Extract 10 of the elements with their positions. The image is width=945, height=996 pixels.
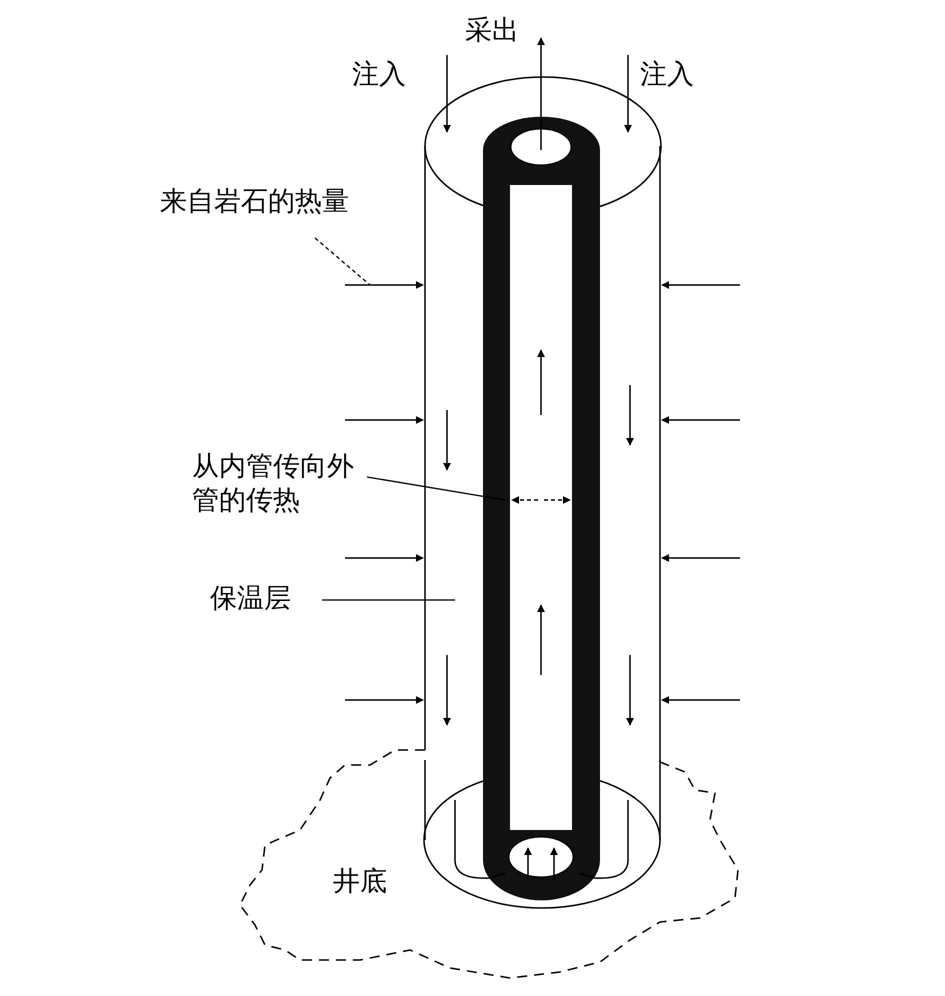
leader-line bbox=[314, 238, 370, 286]
callout-text: 来自岩石的热量 bbox=[160, 185, 349, 219]
flow-label: 注入 bbox=[352, 58, 406, 92]
flow-label: 采出 bbox=[465, 14, 519, 48]
flow-label: 注入 bbox=[640, 58, 694, 92]
leader-line bbox=[366, 476, 506, 501]
region-label: 井底 bbox=[333, 865, 387, 899]
callout-text: 从内管传向外管的传热 bbox=[192, 450, 355, 518]
callout-text: 保温层 bbox=[210, 582, 291, 616]
leader-line bbox=[322, 599, 455, 601]
